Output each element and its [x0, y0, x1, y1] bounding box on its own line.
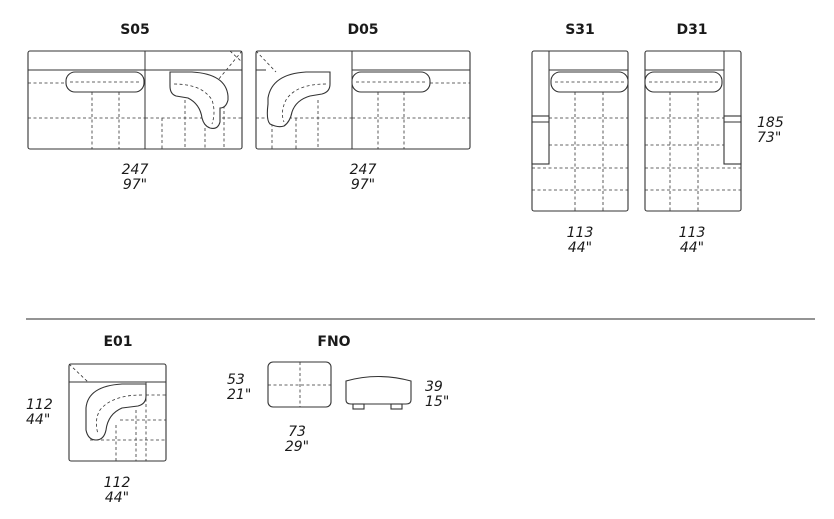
module-name-fno: FNO	[317, 334, 351, 350]
d31-depth-in: 73"	[757, 130, 782, 146]
module-name-e01: E01	[103, 334, 133, 350]
fno-height-cm: 39	[425, 379, 443, 395]
e01-depth-dimension: 112 44"	[26, 398, 53, 428]
module-name-s31: S31	[565, 22, 595, 38]
fno-width-cm: 73	[288, 424, 306, 440]
s05-width-in: 97"	[122, 177, 148, 193]
d31-width-cm: 113	[678, 225, 706, 241]
s05-plan-drawing	[27, 50, 243, 150]
d31-depth-dimension: 185 73"	[757, 116, 784, 146]
s31-width-cm: 113	[566, 225, 594, 241]
module-name-d31: D31	[676, 22, 708, 38]
module-name-d05: D05	[347, 22, 379, 38]
fno-plan-drawing	[267, 361, 332, 408]
s31-width-dimension: 113 44"	[567, 226, 594, 256]
s05-width-dimension: 247 97"	[122, 163, 149, 193]
fno-width-in: 29"	[284, 439, 310, 455]
d31-width-dimension: 113 44"	[679, 226, 706, 256]
s31-plan-drawing	[531, 50, 629, 212]
e01-width-dimension: 112 44"	[104, 476, 131, 506]
fno-depth-dimension: 53 21"	[227, 373, 251, 403]
d31-width-in: 44"	[679, 240, 705, 256]
fno-depth-cm: 53	[227, 372, 245, 388]
fno-depth-in: 21"	[227, 387, 252, 403]
d31-plan-drawing	[644, 50, 742, 212]
e01-plan-drawing	[68, 363, 167, 462]
e01-depth-in: 44"	[26, 412, 51, 428]
d05-width-dimension: 247 97"	[350, 163, 377, 193]
e01-width-in: 44"	[104, 490, 130, 506]
d05-plan-drawing	[255, 50, 471, 150]
s31-width-in: 44"	[567, 240, 593, 256]
fno-height-in: 15"	[425, 394, 450, 410]
fno-width-dimension: 73 29"	[285, 425, 309, 455]
d05-width-in: 97"	[350, 177, 376, 193]
module-name-s05: S05	[120, 22, 150, 38]
d05-width-cm: 247	[349, 162, 377, 178]
e01-width-cm: 112	[103, 475, 131, 491]
fno-height-dimension: 39 15"	[425, 380, 449, 410]
e01-depth-cm: 112	[26, 397, 53, 413]
s05-width-cm: 247	[121, 162, 149, 178]
fno-side-drawing	[345, 376, 412, 410]
d31-depth-cm: 185	[757, 115, 784, 131]
